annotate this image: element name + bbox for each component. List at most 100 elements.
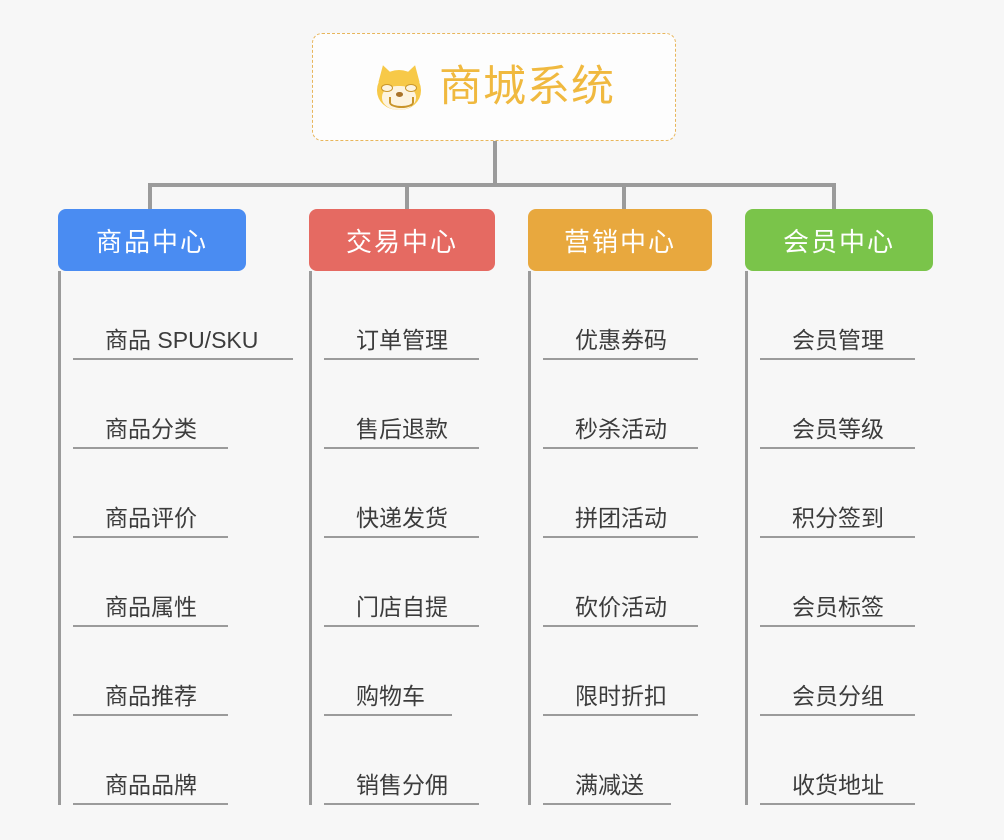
leaf-item-underline: [543, 803, 671, 805]
branch-leaf-list: 会员管理 会员等级 积分签到 会员标签 会员分组 收货地址: [745, 271, 933, 805]
leaf-item-label: 会员等级: [792, 415, 884, 442]
leaf-item-label: 销售分佣: [356, 771, 448, 798]
leaf-item-label: 商品品牌: [105, 771, 197, 798]
leaf-item-label: 会员标签: [792, 593, 884, 620]
branch-header-label: 商品中心: [95, 226, 208, 257]
leaf-item[interactable]: 商品品牌: [73, 716, 246, 805]
leaf-item-underline: [543, 358, 698, 360]
root-node[interactable]: 商城系统: [312, 33, 676, 141]
branch-header-label: 营销中心: [563, 226, 676, 257]
leaf-item[interactable]: 购物车: [324, 627, 495, 716]
leaf-item[interactable]: 商品分类: [73, 360, 246, 449]
leaf-item-label: 限时折扣: [575, 682, 667, 709]
leaf-item-label: 门店自提: [356, 593, 448, 620]
leaf-item-underline: [760, 358, 915, 360]
leaf-item-label: 优惠券码: [575, 326, 667, 353]
connector-drop-4: [832, 183, 836, 212]
leaf-item[interactable]: 商品 SPU/SKU: [73, 271, 293, 360]
leaf-item[interactable]: 商品属性: [73, 538, 246, 627]
root-title: 商城系统: [439, 62, 615, 111]
leaf-item-label: 订单管理: [356, 326, 448, 353]
leaf-item[interactable]: 会员管理: [760, 271, 933, 360]
leaf-item-underline: [543, 536, 698, 538]
shiba-eye-left-icon: [381, 84, 393, 92]
leaf-item-underline: [73, 358, 293, 360]
leaf-item-underline: [543, 714, 698, 716]
leaf-item-underline: [73, 536, 228, 538]
leaf-item-label: 砍价活动: [575, 593, 667, 620]
leaf-item-underline: [543, 447, 698, 449]
leaf-item-label: 拼团活动: [575, 504, 667, 531]
connector-drop-1: [148, 183, 152, 212]
leaf-item-underline: [760, 714, 915, 716]
leaf-item[interactable]: 满减送: [543, 716, 712, 805]
branch-column-product: 商品中心 商品 SPU/SKU 商品分类 商品评价 商品属性 商品推荐: [58, 209, 293, 805]
leaf-item-underline: [543, 625, 698, 627]
leaf-item[interactable]: 商品推荐: [73, 627, 246, 716]
branch-column-marketing: 营销中心 优惠券码 秒杀活动 拼团活动 砍价活动 限时折扣: [528, 209, 712, 805]
leaf-item-underline: [760, 625, 915, 627]
leaf-item-underline: [760, 536, 915, 538]
shiba-dog-face-icon: [373, 62, 425, 110]
leaf-item[interactable]: 订单管理: [324, 271, 495, 360]
leaf-item-underline: [324, 358, 479, 360]
branch-column-member: 会员中心 会员管理 会员等级 积分签到 会员标签 会员分组: [745, 209, 933, 805]
leaf-item-underline: [73, 714, 228, 716]
branch-leaf-list: 优惠券码 秒杀活动 拼团活动 砍价活动 限时折扣 满减送: [528, 271, 712, 805]
leaf-item-underline: [73, 447, 228, 449]
leaf-item[interactable]: 快递发货: [324, 449, 495, 538]
branch-header-member[interactable]: 会员中心: [745, 209, 933, 271]
leaf-item-underline: [324, 447, 479, 449]
leaf-item-label: 满减送: [575, 771, 644, 798]
shiba-nose-icon: [396, 92, 403, 97]
branch-header-trade[interactable]: 交易中心: [309, 209, 495, 271]
branch-header-label: 交易中心: [345, 226, 458, 257]
leaf-item-underline: [324, 536, 479, 538]
leaf-item-label: 购物车: [356, 682, 425, 709]
shiba-eye-right-icon: [405, 84, 417, 92]
leaf-item-label: 商品分类: [105, 415, 197, 442]
leaf-item[interactable]: 会员分组: [760, 627, 933, 716]
leaf-item[interactable]: 销售分佣: [324, 716, 495, 805]
connector-drop-2: [405, 183, 409, 212]
leaf-item-label: 积分签到: [792, 504, 884, 531]
leaf-item-label: 会员管理: [792, 326, 884, 353]
branch-header-label: 会员中心: [782, 226, 895, 257]
leaf-item-label: 商品属性: [105, 593, 197, 620]
leaf-item[interactable]: 拼团活动: [543, 449, 712, 538]
leaf-item[interactable]: 秒杀活动: [543, 360, 712, 449]
leaf-item-underline: [760, 447, 915, 449]
leaf-item[interactable]: 门店自提: [324, 538, 495, 627]
leaf-item[interactable]: 限时折扣: [543, 627, 712, 716]
leaf-item-underline: [73, 803, 228, 805]
leaf-item-label: 商品推荐: [105, 682, 197, 709]
leaf-item[interactable]: 优惠券码: [543, 271, 712, 360]
connector-drop-3: [622, 183, 626, 212]
leaf-item-underline: [73, 625, 228, 627]
leaf-item-label: 收货地址: [792, 771, 884, 798]
leaf-item-label: 商品 SPU/SKU: [105, 326, 259, 353]
leaf-item[interactable]: 会员等级: [760, 360, 933, 449]
shiba-mouth-icon: [389, 97, 414, 108]
branch-header-marketing[interactable]: 营销中心: [528, 209, 712, 271]
leaf-item[interactable]: 商品评价: [73, 449, 246, 538]
leaf-item-label: 快递发货: [356, 504, 448, 531]
branch-column-trade: 交易中心 订单管理 售后退款 快递发货 门店自提 购物车: [309, 209, 495, 805]
leaf-item[interactable]: 积分签到: [760, 449, 933, 538]
branch-leaf-list: 商品 SPU/SKU 商品分类 商品评价 商品属性 商品推荐 商品品牌: [58, 271, 293, 805]
leaf-item-label: 会员分组: [792, 682, 884, 709]
leaf-item-underline: [324, 625, 479, 627]
leaf-item[interactable]: 会员标签: [760, 538, 933, 627]
connector-trunk-vertical: [493, 141, 497, 185]
leaf-item[interactable]: 售后退款: [324, 360, 495, 449]
leaf-item[interactable]: 砍价活动: [543, 538, 712, 627]
leaf-item[interactable]: 收货地址: [760, 716, 933, 805]
leaf-item-underline: [760, 803, 915, 805]
leaf-item-label: 商品评价: [105, 504, 197, 531]
leaf-item-label: 秒杀活动: [575, 415, 667, 442]
leaf-item-underline: [324, 803, 479, 805]
leaf-item-underline: [324, 714, 452, 716]
branch-header-product[interactable]: 商品中心: [58, 209, 246, 271]
leaf-item-label: 售后退款: [356, 415, 448, 442]
